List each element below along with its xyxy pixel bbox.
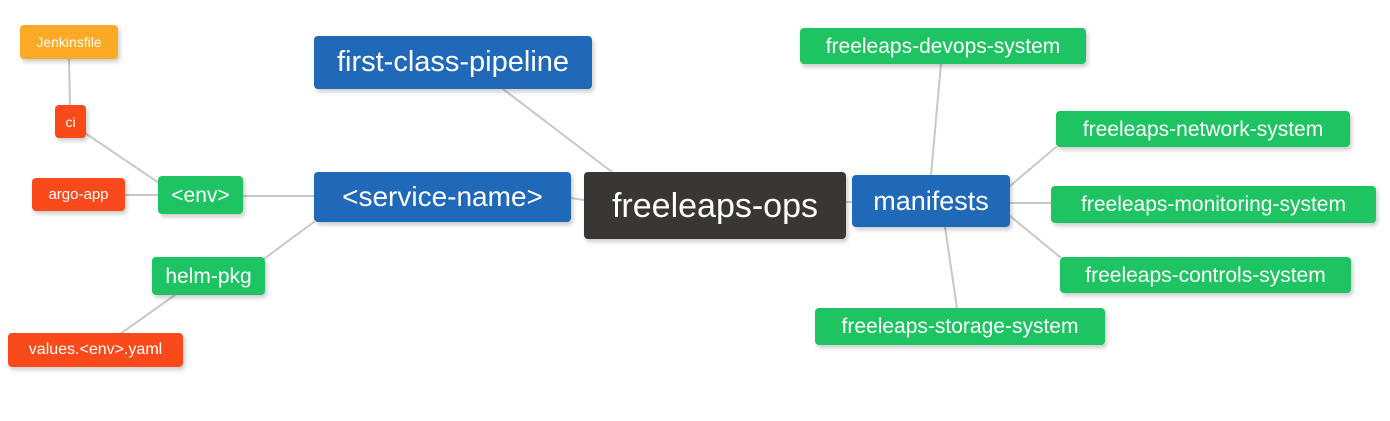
node-label-freeleaps-monitoring-system: freeleaps-monitoring-system bbox=[1081, 193, 1346, 216]
edge-first-class-pipeline-to-freeleaps-ops bbox=[502, 88, 613, 173]
node-label-values-yaml: values.<env>.yaml bbox=[28, 341, 163, 358]
edge-jenkinsfile-to-ci bbox=[68, 58, 71, 106]
node-label-freeleaps-storage-system: freeleaps-storage-system bbox=[841, 315, 1079, 338]
node-label-manifests: manifests bbox=[873, 185, 989, 216]
node-values-yaml[interactable]: values.<env>.yaml bbox=[8, 333, 183, 367]
node-label-ci: ci bbox=[65, 113, 76, 130]
node-jenkinsfile[interactable]: Jenkinsfile bbox=[20, 25, 118, 59]
edge-service-name-to-freeleaps-ops bbox=[570, 197, 585, 201]
node-label-service-name: <service-name> bbox=[342, 181, 543, 212]
node-label-freeleaps-ops: freeleaps-ops bbox=[611, 186, 818, 225]
edge-service-name-to-helm-pkg bbox=[264, 221, 315, 259]
edge-helm-pkg-to-values-yaml bbox=[119, 294, 176, 335]
node-freeleaps-storage-system[interactable]: freeleaps-storage-system bbox=[815, 308, 1105, 345]
node-manifests[interactable]: manifests bbox=[852, 175, 1010, 227]
edge-manifests-to-freeleaps-storage-system bbox=[944, 226, 958, 309]
node-label-freeleaps-controls-system: freeleaps-controls-system bbox=[1085, 263, 1326, 287]
node-freeleaps-monitoring-system[interactable]: freeleaps-monitoring-system bbox=[1051, 186, 1376, 223]
edge-manifests-to-freeleaps-network-system bbox=[1009, 146, 1057, 187]
node-ci[interactable]: ci bbox=[55, 105, 86, 138]
node-helm-pkg[interactable]: helm-pkg bbox=[152, 257, 265, 295]
edge-manifests-to-freeleaps-devops-system bbox=[930, 63, 942, 176]
node-label-env: <env> bbox=[171, 183, 230, 207]
node-freeleaps-ops[interactable]: freeleaps-ops bbox=[584, 172, 846, 239]
node-freeleaps-network-system[interactable]: freeleaps-network-system bbox=[1056, 111, 1350, 147]
node-service-name[interactable]: <service-name> bbox=[314, 172, 571, 222]
node-argo-app[interactable]: argo-app bbox=[32, 178, 125, 211]
node-label-argo-app: argo-app bbox=[48, 186, 109, 203]
node-label-freeleaps-network-system: freeleaps-network-system bbox=[1082, 117, 1324, 141]
node-freeleaps-devops-system[interactable]: freeleaps-devops-system bbox=[800, 28, 1086, 64]
node-label-helm-pkg: helm-pkg bbox=[165, 264, 252, 288]
node-first-class-pipeline[interactable]: first-class-pipeline bbox=[314, 36, 592, 89]
node-freeleaps-controls-system[interactable]: freeleaps-controls-system bbox=[1060, 257, 1351, 293]
node-env[interactable]: <env> bbox=[158, 176, 243, 214]
node-label-freeleaps-devops-system: freeleaps-devops-system bbox=[825, 34, 1061, 58]
edge-ci-to-env bbox=[84, 132, 160, 184]
node-label-jenkinsfile: Jenkinsfile bbox=[36, 34, 102, 50]
node-label-first-class-pipeline: first-class-pipeline bbox=[336, 46, 570, 78]
